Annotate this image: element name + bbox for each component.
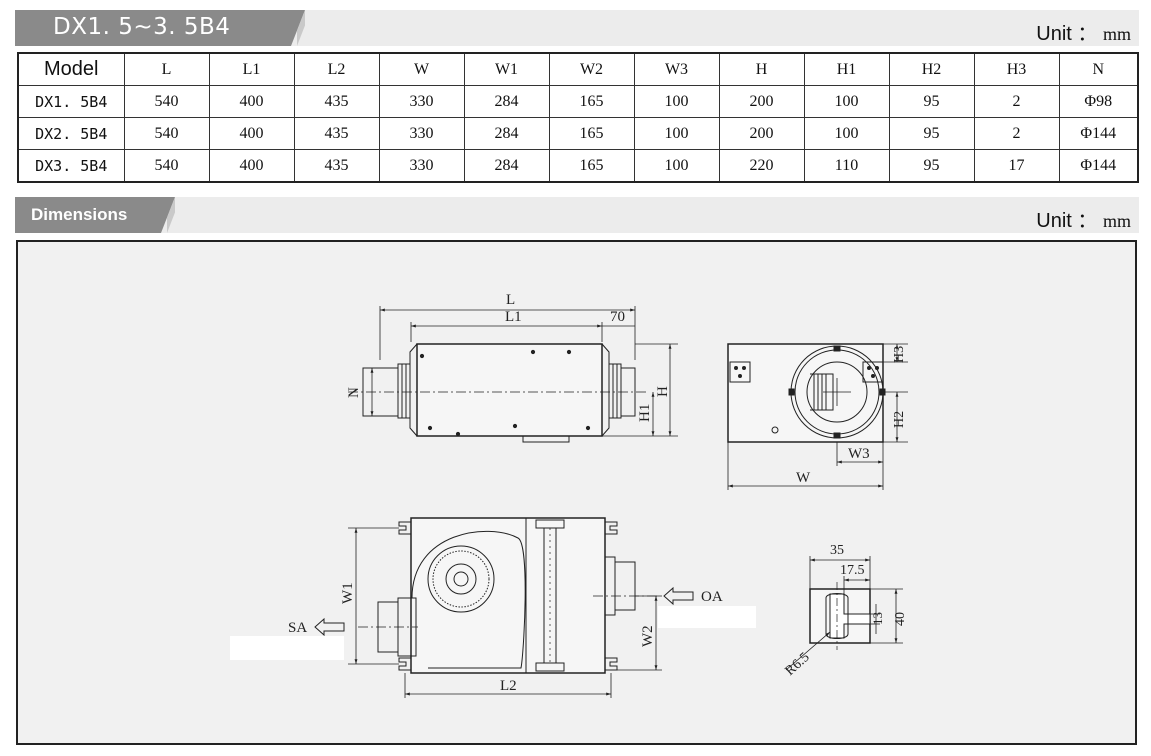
model-range-tab: DX1. 5~3. 5B4	[15, 10, 305, 46]
table-header-row: Model L L1 L2 W W1 W2 W3 H H1 H2 H3 N	[17, 52, 1139, 86]
dim-N: N	[346, 387, 362, 398]
table-cell: 100	[633, 117, 720, 150]
spec-table: Model L L1 L2 W W1 W2 W3 H H1 H2 H3 N DX…	[17, 52, 1139, 183]
table-cell: DX2. 5B4	[17, 117, 125, 150]
front-view	[727, 343, 908, 490]
table-cell: 100	[633, 149, 720, 183]
table-cell: DX3. 5B4	[17, 149, 125, 183]
table-cell: 400	[208, 117, 295, 150]
unit-label: Unit ： mm	[1036, 210, 1131, 232]
table-cell: 95	[888, 149, 975, 183]
table-cell: 284	[463, 85, 550, 118]
table-cell: 220	[718, 149, 805, 183]
column-header: H3	[973, 52, 1060, 86]
column-header: L1	[208, 52, 295, 86]
table-cell: 95	[888, 117, 975, 150]
table-cell: 540	[123, 149, 210, 183]
column-header: W	[378, 52, 465, 86]
slot-detail	[785, 556, 903, 671]
table-cell: 540	[123, 117, 210, 150]
label-SA: SA	[288, 620, 307, 636]
table-row: DX2. 5B4 540 400 435 330 284 165 100 200…	[17, 117, 1139, 150]
column-header: L	[123, 52, 210, 86]
tab-stripe	[297, 10, 305, 46]
column-header: W1	[463, 52, 550, 86]
dim-H1: H1	[637, 404, 653, 422]
header-bar: DX1. 5~3. 5B4 Unit ： mm	[15, 10, 1139, 46]
column-header: N	[1058, 52, 1139, 86]
dim-W3: W3	[848, 446, 870, 462]
column-header: H2	[888, 52, 975, 86]
table-cell: 100	[803, 117, 890, 150]
unit-label: Unit ： mm	[1036, 23, 1131, 45]
table-cell: Φ98	[1058, 85, 1139, 118]
label-OA: OA	[701, 589, 723, 605]
table-cell: 17	[973, 149, 1060, 183]
table-cell: 100	[633, 85, 720, 118]
table-cell: 284	[463, 149, 550, 183]
dim-W1: W1	[340, 582, 356, 604]
table-cell: 165	[548, 85, 635, 118]
dim-W2: W2	[640, 625, 656, 647]
top-view	[230, 517, 756, 698]
drawing-canvas: L L1 70 N H H1 H3	[230, 292, 908, 698]
table-cell: 330	[378, 85, 465, 118]
dim-H: H	[655, 386, 671, 397]
table-cell: 200	[718, 117, 805, 150]
table-cell: 200	[718, 85, 805, 118]
column-header: W2	[548, 52, 635, 86]
table-cell: 165	[548, 117, 635, 150]
dim-L1: L1	[505, 309, 522, 325]
table-row: DX3. 5B4 540 400 435 330 284 165 100 220…	[17, 149, 1139, 183]
column-header: Model	[17, 52, 125, 86]
dim-40: 40	[893, 612, 908, 626]
table-cell: 435	[293, 149, 380, 183]
column-header: H1	[803, 52, 890, 86]
table-cell: 540	[123, 85, 210, 118]
tab-stripe	[167, 197, 175, 233]
table-cell: 400	[208, 149, 295, 183]
table-cell: Φ144	[1058, 117, 1139, 150]
dimensions-title: Dimensions	[31, 205, 128, 224]
dim-R6-5: R6.5	[783, 650, 813, 679]
table-cell: 2	[973, 85, 1060, 118]
table-cell: 400	[208, 85, 295, 118]
dimensions-bar: Dimensions Unit ： mm	[15, 197, 1139, 233]
table-cell: 330	[378, 149, 465, 183]
column-header: H	[718, 52, 805, 86]
dim-70: 70	[610, 309, 625, 325]
dimensions-tab: Dimensions	[15, 197, 175, 233]
table-cell: 330	[378, 117, 465, 150]
table-cell: 110	[803, 149, 890, 183]
table-cell: DX1. 5B4	[17, 85, 125, 118]
dimensions-drawing: L L1 70 N H H1 H3	[16, 240, 1137, 745]
dim-H3: H3	[892, 346, 907, 363]
dim-L: L	[506, 292, 515, 308]
table-cell: Φ144	[1058, 149, 1139, 183]
table-row: DX1. 5B4 540 400 435 330 284 165 100 200…	[17, 85, 1139, 118]
dim-L2: L2	[500, 678, 517, 694]
dim-H2: H2	[892, 411, 907, 428]
column-header: L2	[293, 52, 380, 86]
table-cell: 95	[888, 85, 975, 118]
dim-17-5: 17.5	[840, 563, 865, 578]
table-cell: 435	[293, 85, 380, 118]
column-header: W3	[633, 52, 720, 86]
dim-W: W	[796, 470, 811, 486]
dim-35: 35	[830, 543, 844, 558]
dim-13: 13	[870, 612, 885, 625]
model-range-title: DX1. 5~3. 5B4	[53, 14, 231, 40]
table-cell: 165	[548, 149, 635, 183]
side-view	[348, 306, 678, 443]
table-cell: 2	[973, 117, 1060, 150]
table-cell: 100	[803, 85, 890, 118]
table-cell: 435	[293, 117, 380, 150]
table-cell: 284	[463, 117, 550, 150]
